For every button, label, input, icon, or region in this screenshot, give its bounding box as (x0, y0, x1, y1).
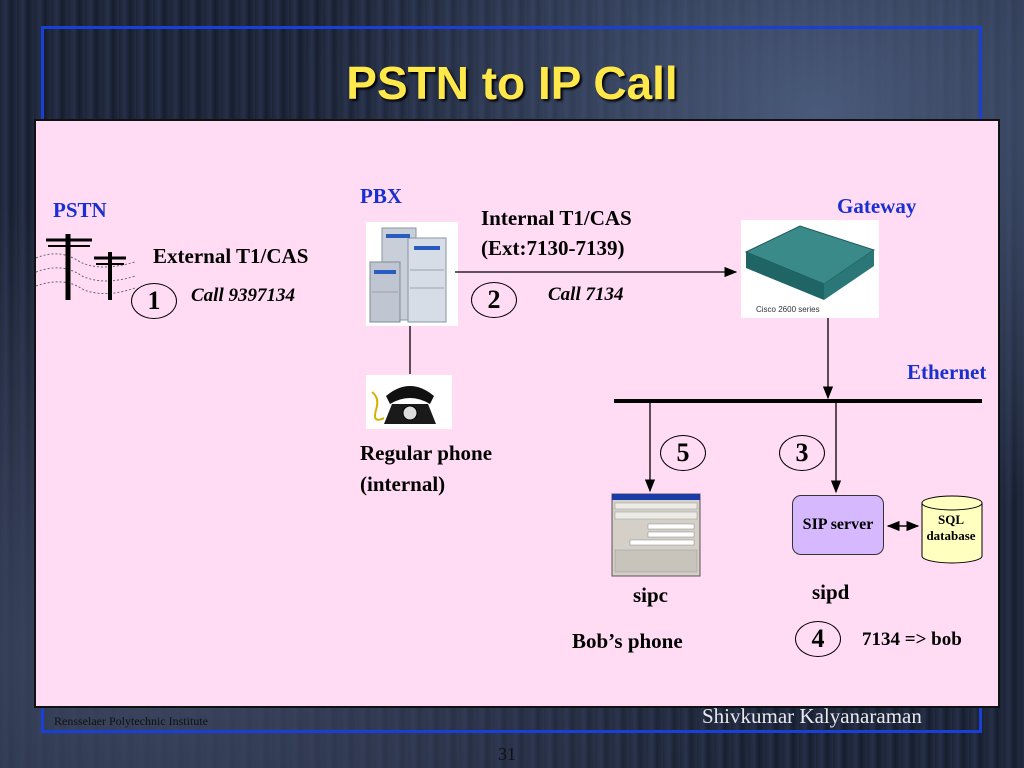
sipc-label: sipc (633, 583, 669, 607)
gateway-label: Gateway (837, 194, 917, 218)
database-line: database (926, 528, 976, 543)
ethernet-label: Ethernet (907, 360, 987, 384)
page-number: 31 (498, 744, 516, 764)
gateway-model-label: Cisco 2600 series (756, 305, 820, 314)
pbx-icon (366, 222, 458, 326)
sipc-window-icon (611, 493, 701, 577)
step-1-marker: 1 (131, 283, 177, 319)
external-link-label: External T1/CAS (153, 244, 309, 268)
regular-phone-label: Regular phone (360, 441, 493, 465)
step-1-label: Call 9397134 (191, 285, 295, 306)
rotary-phone-icon (366, 375, 452, 429)
sql-line: SQL (937, 512, 964, 527)
step-4-marker: 4 (795, 621, 841, 657)
footer-institution: Rensselaer Polytechnic Institute (54, 714, 208, 728)
sipd-label: sipd (812, 580, 850, 604)
footer-author: Shivkumar Kalyanaraman (702, 704, 922, 728)
internal-link-label: Internal T1/CAS (481, 206, 632, 230)
internal-ext-label: (Ext:7130-7139) (481, 236, 625, 260)
step-2-label: Call 7134 (548, 284, 624, 305)
bobs-phone-label: Bob’s phone (572, 629, 683, 653)
diagram-panel (34, 119, 1000, 708)
step-4-label: 7134 => bob (862, 629, 962, 650)
sql-database-label: SQL database (920, 512, 982, 544)
pstn-label: PSTN (53, 198, 107, 222)
slide-title: PSTN to IP Call (346, 57, 678, 109)
step-2-marker: 2 (471, 282, 517, 318)
pbx-label: PBX (360, 184, 402, 208)
gateway-router-icon (741, 220, 879, 318)
sip-server-box: SIP server (792, 495, 884, 555)
pstn-poles-icon (35, 234, 136, 300)
sql-database-icon (921, 495, 983, 564)
regular-phone-sublabel: (internal) (360, 472, 446, 496)
step-5-marker: 5 (660, 435, 706, 471)
step-3-marker: 3 (779, 435, 825, 471)
sip-server-label: SIP server (802, 516, 874, 533)
